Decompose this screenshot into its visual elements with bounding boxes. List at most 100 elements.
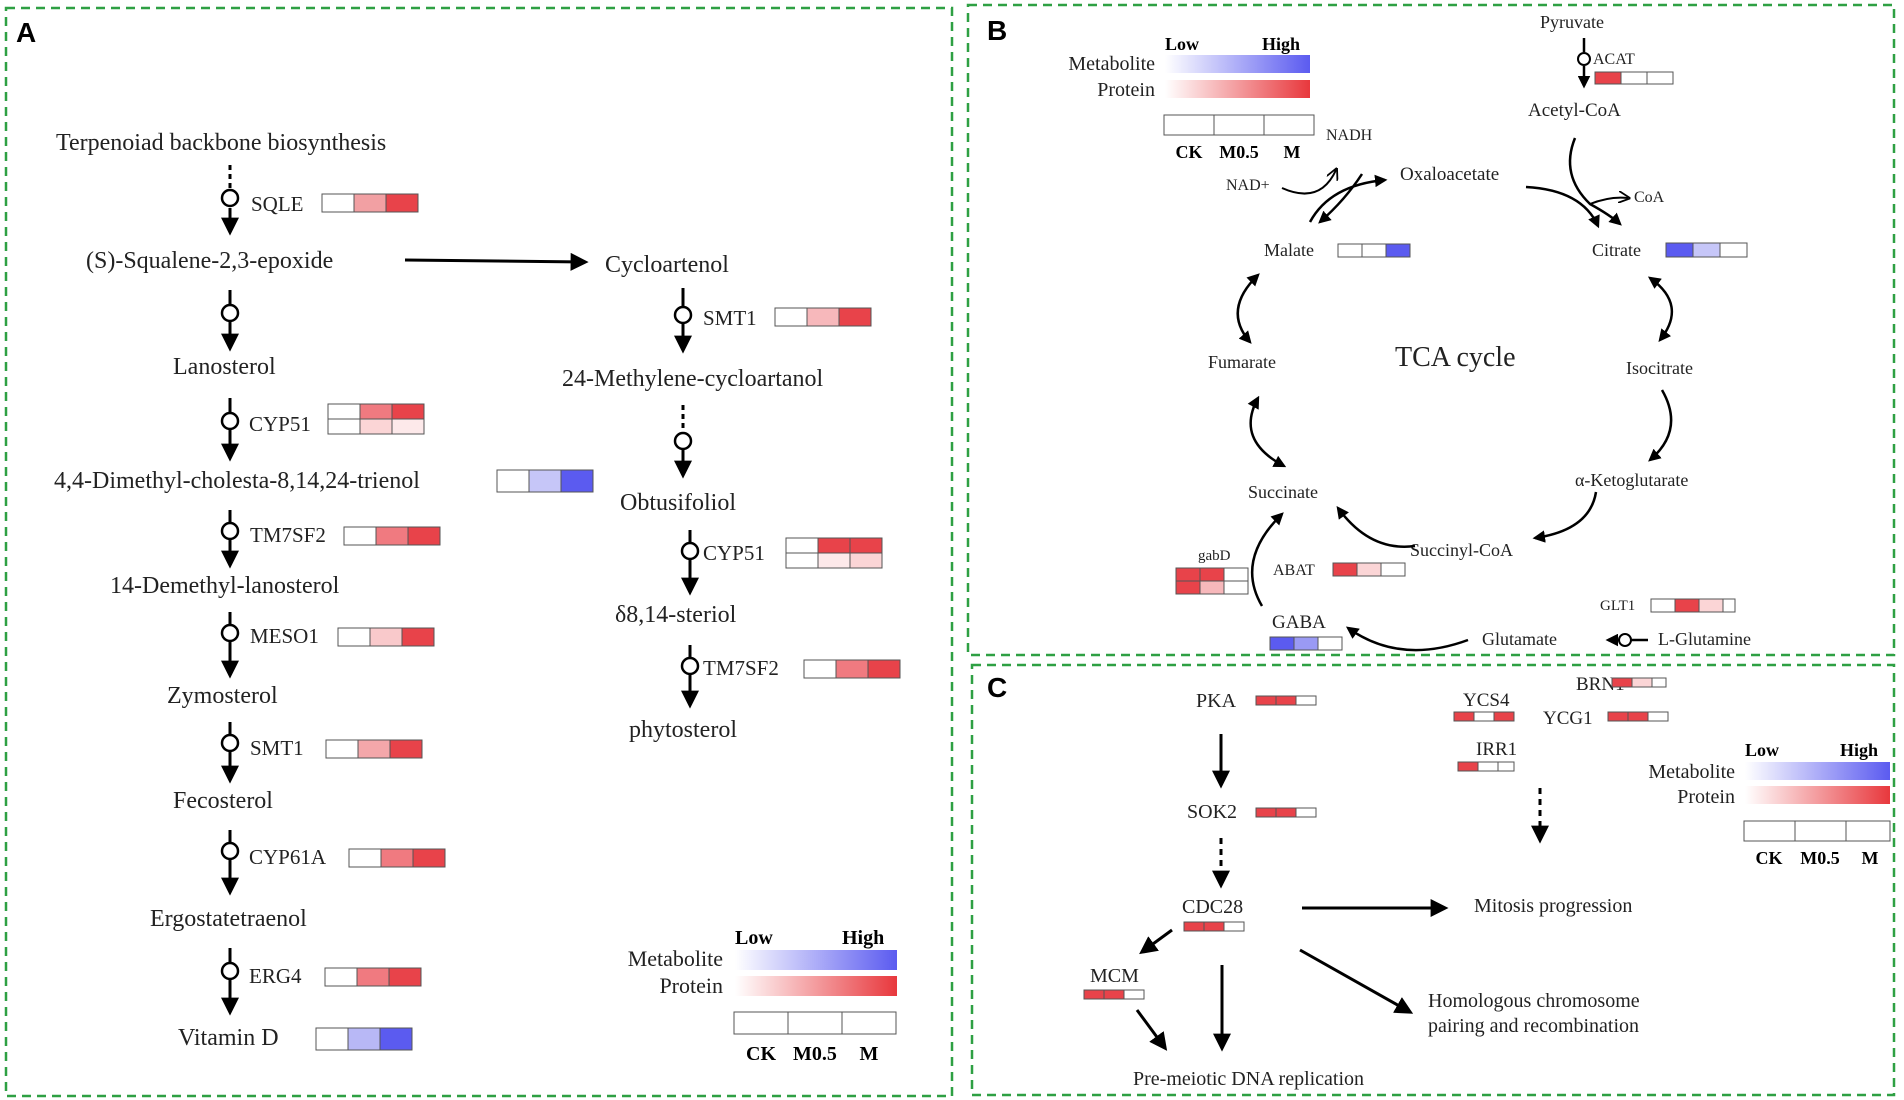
node-demethyl-lanosterol: 14-Demethyl-lanosterol [110, 573, 340, 599]
node-fumarate: Fumarate [1208, 352, 1276, 372]
heatmap-pka [1255, 695, 1317, 706]
heatmap-cell [1692, 242, 1721, 258]
heatmap-cell [1269, 636, 1295, 651]
heatmap-cell [1627, 711, 1649, 722]
node-sterol-d814: δ8,14-steriol [615, 602, 737, 628]
heatmap-cell [1674, 598, 1700, 613]
legend-metabolite: Metabolite [628, 946, 723, 971]
enzyme-cyp51-b: CYP51 [703, 541, 765, 565]
heatmap-cell [1103, 989, 1125, 1000]
heatmap-cell [785, 537, 819, 554]
panel-b: Low High Metabolite Protein CK M0.5 M Py… [1068, 12, 1751, 652]
node-obtusifoliol: Obtusifoliol [620, 490, 736, 516]
heatmap-cell [1620, 71, 1648, 85]
heatmap-vitamin-d [315, 1027, 413, 1051]
heatmap-cell [315, 1027, 349, 1051]
enzyme-tm7sf2-a: TM7SF2 [250, 523, 326, 547]
malate-to-oxaloacetate-arrow [1308, 174, 1388, 223]
heatmap-cell [380, 848, 414, 868]
acetyl-to-citrate-arrow [1568, 137, 1622, 226]
panel-a-frame [4, 6, 954, 1098]
glutamate-to-gaba-arrow [1345, 626, 1469, 652]
enzyme-node [680, 541, 700, 561]
enzyme-acat: ACAT [1593, 51, 1635, 68]
heatmap-cell [359, 403, 393, 420]
legend-b-high: High [1262, 34, 1300, 54]
heatmap-cell [849, 552, 883, 569]
heatmap-cell [496, 469, 530, 493]
legend-b-ck: CK [1176, 142, 1203, 162]
node-succinate: Succinate [1248, 482, 1318, 502]
heatmap-abat [1332, 562, 1406, 577]
heatmap-gabd [1175, 567, 1249, 595]
node-ycg1: YCG1 [1543, 708, 1593, 729]
legend-b-m05: M0.5 [1219, 142, 1259, 162]
heatmap-cell [1356, 562, 1382, 577]
heatmap-cell [412, 848, 446, 868]
node-cycloartenol: Cycloartenol [605, 252, 729, 278]
heatmap-cell [1698, 598, 1724, 613]
heatmap-cell [391, 418, 425, 435]
metabolite-gradient [1165, 55, 1310, 73]
heatmap-cell [369, 627, 403, 647]
heatmap-cell [1743, 820, 1796, 842]
heatmap-cell [817, 537, 851, 554]
branch-arrow [404, 252, 589, 271]
heatmap-cell [1473, 711, 1495, 722]
heatmap-cell [1794, 820, 1847, 842]
panel-b-frame [966, 3, 1896, 657]
nad-nadh-arrow [1281, 170, 1336, 195]
enzyme-node [220, 188, 240, 208]
node-premeiotic: Pre-meiotic DNA replication [1133, 1068, 1364, 1090]
node-l-glutamine: L-Glutamine [1658, 629, 1751, 649]
heatmap-cell [1845, 820, 1891, 842]
heatmap-cell [388, 967, 422, 987]
heatmap-cell [327, 403, 361, 420]
metabolite-gradient [1745, 762, 1890, 780]
heatmap-mcm [1083, 989, 1145, 1000]
node-zymosterol: Zymosterol [167, 683, 278, 709]
fumarate-malate-arrow [1236, 273, 1260, 344]
heatmap-malate [1337, 243, 1411, 258]
node-mcm: MCM [1090, 965, 1139, 987]
heatmap-cell [375, 526, 409, 546]
legend-c-ck: CK [1756, 848, 1783, 868]
heatmap-cell [733, 1011, 789, 1035]
node-oxaloacetate: Oxaloacetate [1400, 164, 1499, 185]
heatmap-cell [841, 1011, 897, 1035]
heatmap-smt1-b [774, 307, 872, 327]
heatmap-cell [389, 739, 423, 759]
mcm-to-replication-arrow [1135, 1009, 1168, 1051]
enzyme-node [220, 841, 240, 861]
enzyme-node [220, 733, 240, 753]
node-homologous-1: Homologous chromosome [1428, 990, 1640, 1012]
heatmap-cell [1317, 636, 1343, 651]
legend-b-low: Low [1165, 34, 1199, 54]
heatmap-cell [1223, 921, 1245, 932]
heatmap-cdc28 [1183, 921, 1245, 932]
succinylcoa-to-succinate-arrow [1336, 505, 1416, 548]
coa-release-arrow [1589, 198, 1628, 205]
heatmap-cell [1123, 989, 1145, 1000]
heatmap-erg4 [324, 967, 422, 987]
heatmap-cyp61a [348, 848, 446, 868]
enzyme-erg4: ERG4 [249, 964, 302, 988]
heatmap-cell [357, 739, 391, 759]
node-vitamin-d: Vitamin D [178, 1025, 279, 1051]
heatmap-cell [1199, 567, 1225, 582]
heatmap-cell [353, 193, 387, 213]
metabolite-gradient [735, 950, 897, 970]
node-citrate: Citrate [1592, 240, 1641, 260]
legend-b-metabolite: Metabolite [1068, 53, 1155, 75]
panel-a: Terpenoiad backbone biosynthesis (S)-Squ… [54, 130, 901, 1065]
node-malate: Malate [1264, 240, 1314, 260]
enzyme-smt1-a: SMT1 [250, 736, 304, 760]
node-coa: CoA [1634, 189, 1665, 206]
heatmap-cell [1275, 807, 1297, 818]
cdc28-to-homologous-arrow [1299, 948, 1414, 1014]
heatmap-cell [401, 627, 435, 647]
legend-protein: Protein [659, 973, 723, 998]
heatmap-cell [1361, 243, 1387, 258]
heatmap-cell [1295, 807, 1317, 818]
